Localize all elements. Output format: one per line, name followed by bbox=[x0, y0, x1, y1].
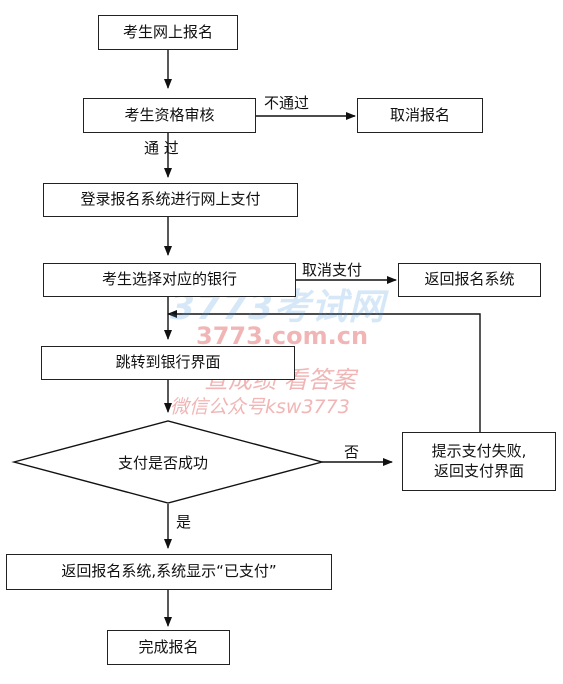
node-return-system: 返回报名系统 bbox=[398, 263, 541, 297]
label-not-pass: 不通过 bbox=[264, 94, 310, 112]
arrow-fail-back-to-bank bbox=[167, 310, 481, 432]
node-pay-success-label: 支付是否成功 bbox=[118, 454, 209, 472]
node-cancel-apply: 取消报名 bbox=[357, 98, 483, 133]
node-online-apply: 考生网上报名 bbox=[98, 15, 238, 50]
node-jump-bank: 跳转到银行界面 bbox=[41, 346, 295, 380]
pay-fail-line2: 返回支付界面 bbox=[433, 461, 524, 480]
pay-fail-line1: 提示支付失败, bbox=[431, 442, 527, 460]
node-return-paid: 返回报名系统,系统显示“已支付” bbox=[6, 554, 332, 590]
node-complete: 完成报名 bbox=[107, 630, 230, 665]
node-login-pay: 登录报名系统进行网上支付 bbox=[43, 183, 298, 217]
node-qualification-review: 考生资格审核 bbox=[83, 98, 256, 133]
label-no: 否 bbox=[344, 443, 360, 461]
label-yes: 是 bbox=[176, 513, 192, 531]
decision-diamond bbox=[11, 420, 325, 504]
label-pass: 通 过 bbox=[144, 139, 179, 157]
node-choose-bank: 考生选择对应的银行 bbox=[43, 263, 296, 297]
node-pay-fail: 提示支付失败, 返回支付界面 bbox=[402, 432, 556, 491]
label-cancel-pay: 取消支付 bbox=[302, 261, 363, 279]
